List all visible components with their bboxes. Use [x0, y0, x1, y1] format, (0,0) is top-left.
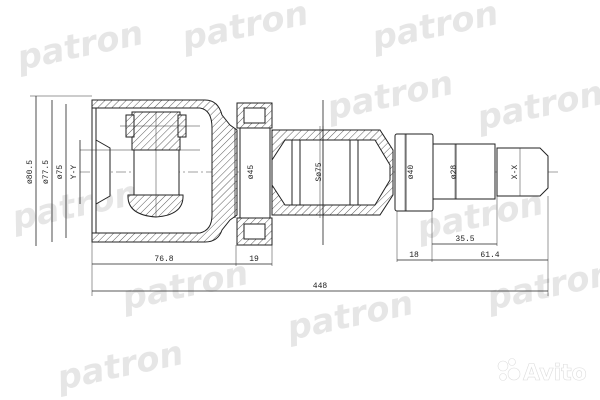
dim-d-bearing: ø45 [247, 165, 256, 180]
dim-axis-y: Y-Y [70, 165, 79, 180]
bearing [236, 102, 273, 246]
dim-axis-x: X-X [511, 165, 520, 180]
avito-logo: Avito [497, 358, 587, 386]
watermark: patron [118, 253, 252, 319]
dim-d-outer: ø80.5 [26, 160, 35, 184]
dim-len-bearing: 19 [249, 255, 259, 264]
watermark: patron [283, 283, 417, 349]
dim-d-sphere: Sø75 [315, 162, 324, 181]
watermark: patron [483, 253, 600, 319]
watermark: patron [473, 73, 600, 139]
dim-d-mid: ø77.5 [42, 160, 51, 184]
dim-d-shaft1: ø40 [407, 165, 416, 180]
watermark: patron [53, 333, 187, 399]
watermark: patron [368, 0, 502, 59]
avito-logo-text: Avito [523, 361, 587, 386]
dim-len-housing: 76.8 [154, 255, 173, 264]
dim-d-inner: ø75 [56, 165, 65, 180]
outer-housing [80, 99, 238, 243]
dim-len-spline: 35.5 [455, 235, 474, 244]
output-shaft [394, 133, 549, 212]
dim-len-step: 18 [409, 251, 419, 260]
length-dimensions: 76.8 19 18 61.4 35.5 448 [91, 196, 549, 296]
watermark: patron [323, 63, 457, 129]
watermark: patron [13, 13, 147, 79]
dim-len-shaft: 61.4 [480, 251, 499, 260]
dim-len-total: 448 [313, 282, 328, 291]
diameter-dimensions: ø80.5 ø77.5 ø75 Y-Y ø45 Sø75 ø40 ø28 X-X [26, 95, 520, 246]
intermediate-tube [271, 126, 394, 218]
dim-d-shaft2: ø28 [450, 165, 459, 180]
watermark: patron [178, 0, 312, 59]
